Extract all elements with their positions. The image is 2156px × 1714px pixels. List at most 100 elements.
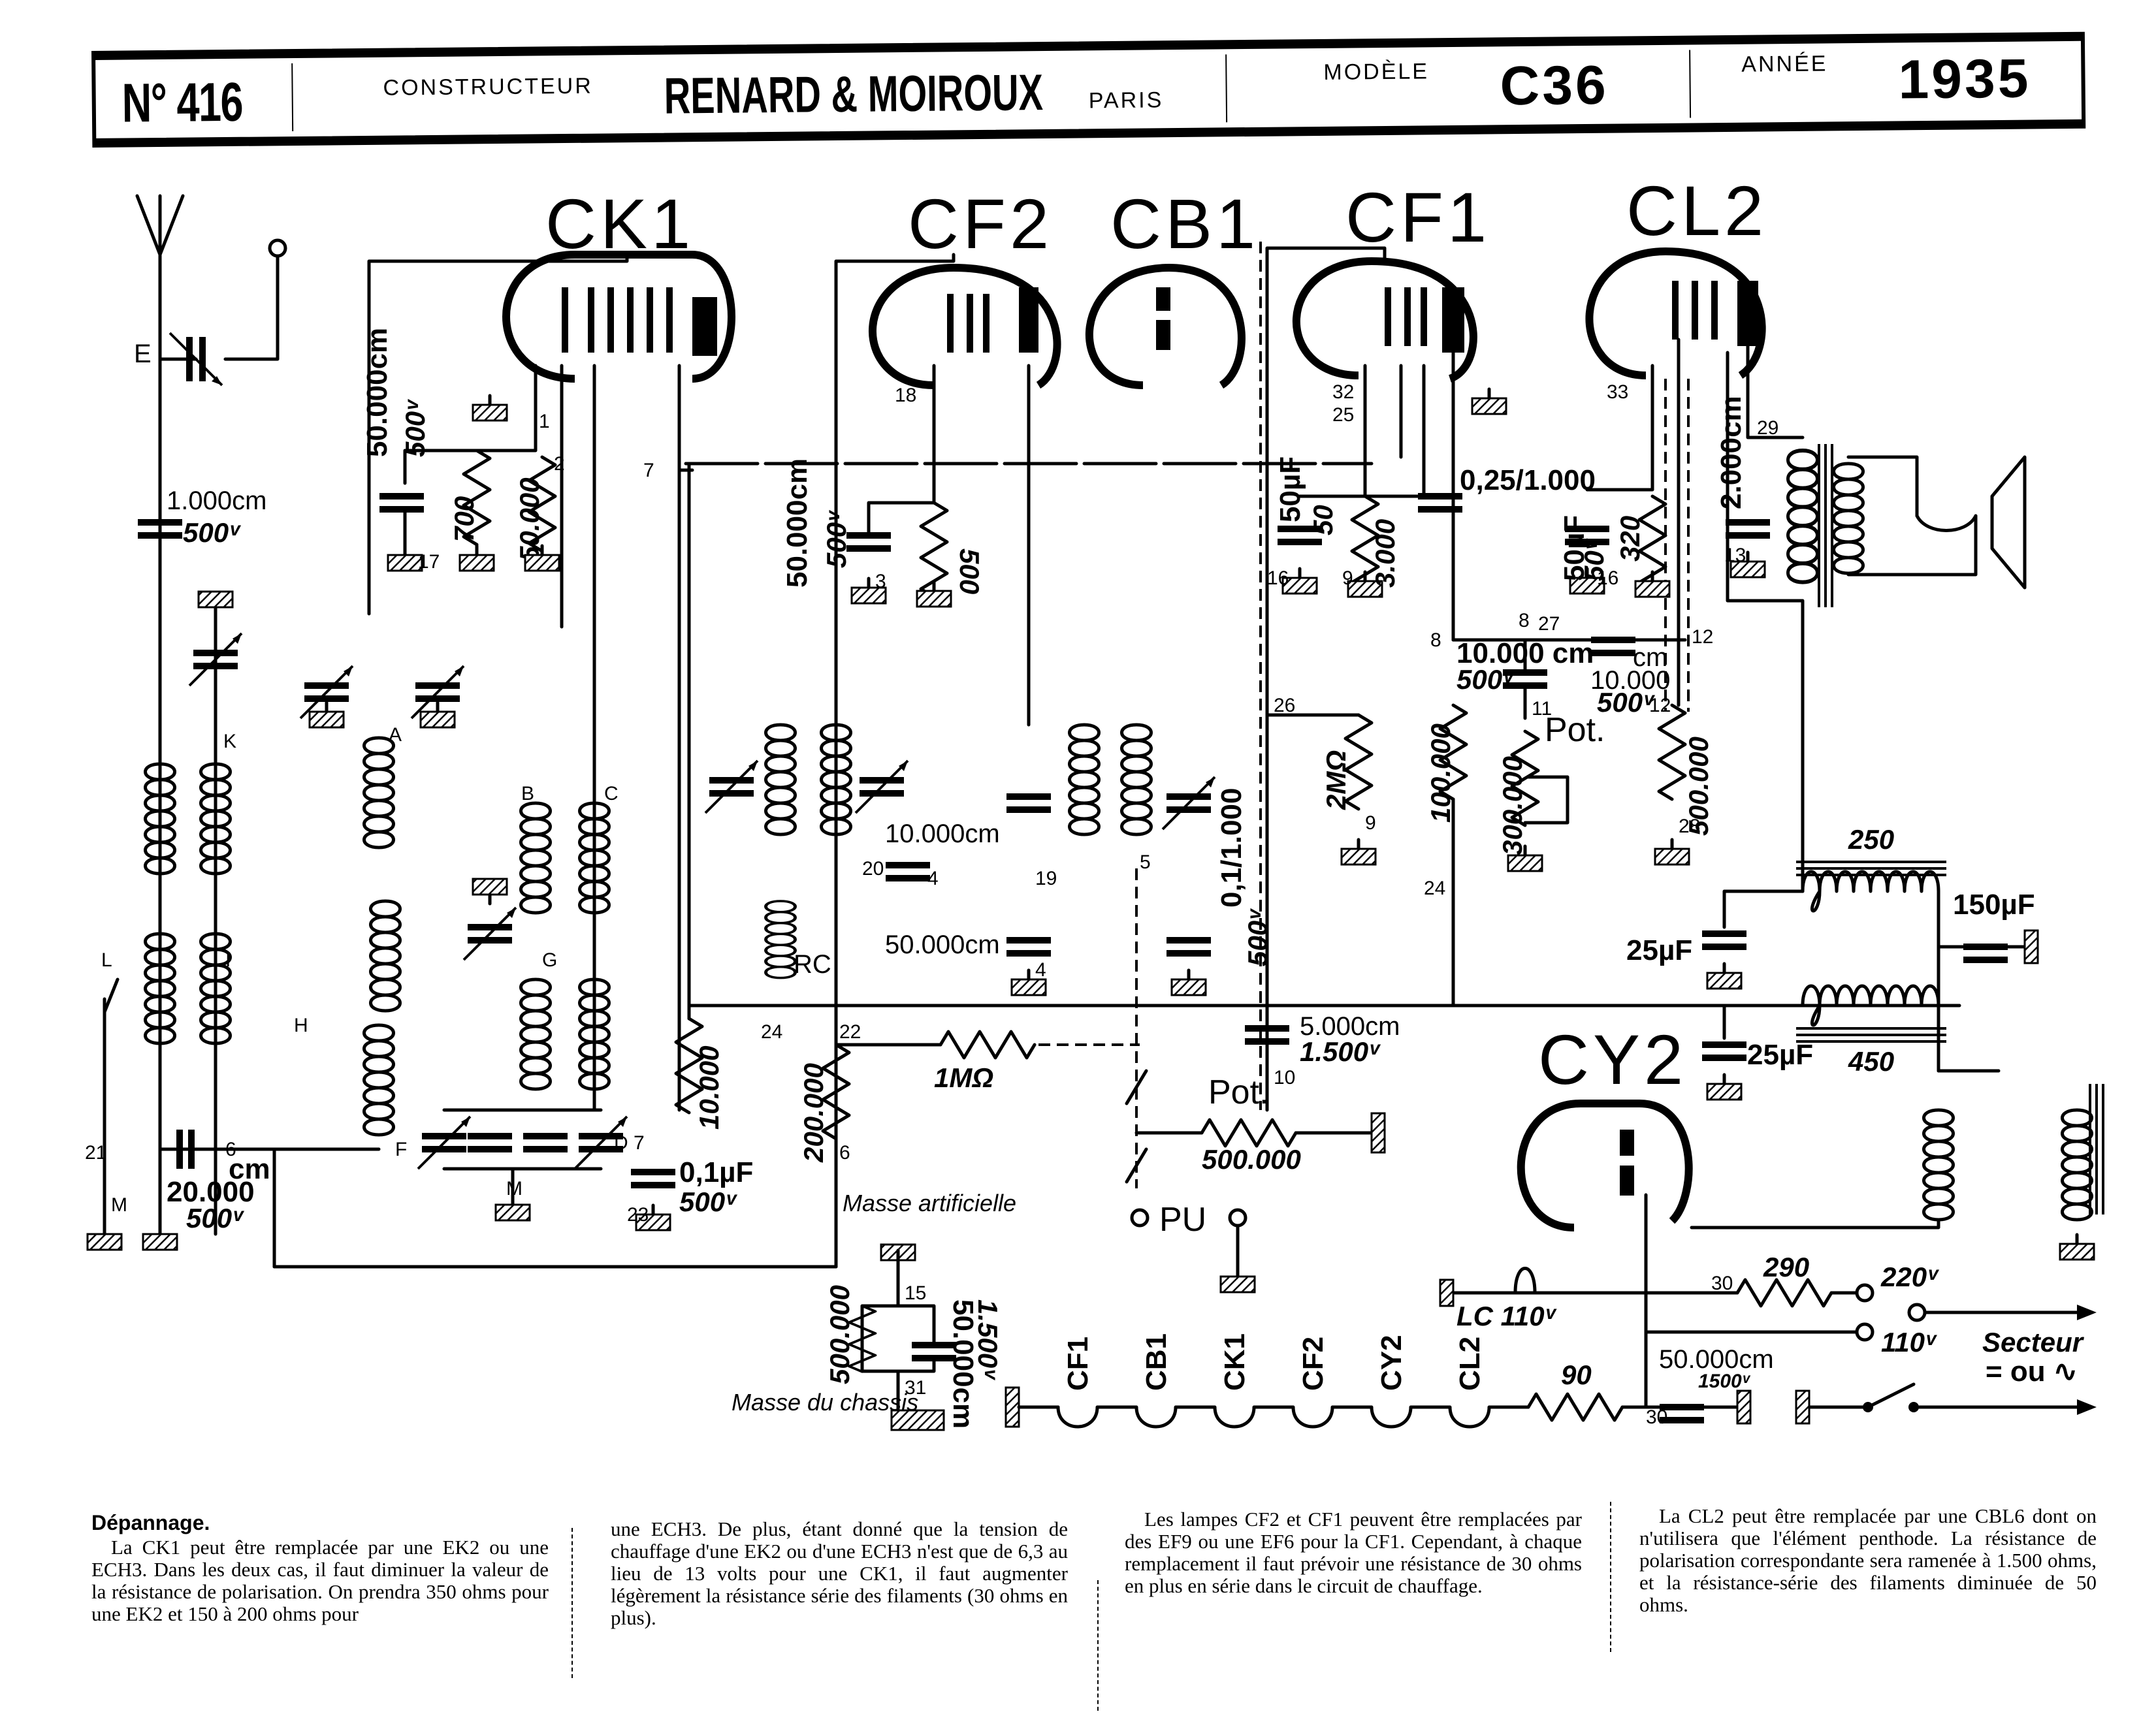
resistor-10000: 10.000 (694, 1046, 724, 1130)
cap-50000-mains-voltage: 1500ᵛ (1698, 1371, 1751, 1392)
node-label-20: 20 (862, 858, 884, 880)
masse-artificielle-label: Masse artificielle (843, 1190, 1016, 1216)
node-label-5: 5 (1140, 851, 1151, 873)
notes-column-1: Dépannage. La CK1 peut être remplacée pa… (91, 1512, 549, 1625)
tube-cb1 (1085, 263, 1246, 389)
node-label-27: 27 (1538, 613, 1560, 635)
pilot-lamp-icon (1513, 1267, 1537, 1295)
cap-50000-mains-value: 50.000cm (1659, 1345, 1774, 1374)
power-switch[interactable] (1807, 1382, 2092, 1409)
notes-column-4: La CL2 peut être remplacée par une CBL6 … (1639, 1505, 2097, 1616)
node-label-M-bottom: M (506, 1178, 523, 1199)
node-label-22: 22 (839, 1021, 861, 1043)
speaker-icon (1990, 455, 2027, 590)
pickup-label: PU (1159, 1201, 1206, 1239)
node-label-7-bottom: 7 (634, 1132, 645, 1154)
resistor-290: 290 (1763, 1252, 1809, 1282)
resistor-300000: 300.000 (1497, 756, 1528, 855)
node-label-9-mid: 9 (1365, 812, 1376, 834)
resistor-100000: 100.000 (1425, 723, 1456, 823)
node-label-8-left: 8 (1430, 629, 1441, 651)
tube-label-cy2: CY2 (1538, 1020, 1687, 1099)
voltage-terminal-110[interactable] (1855, 1322, 1874, 1342)
node-label-8-mid: 8 (1519, 610, 1530, 631)
tube-label-cf1: CF1 (1345, 178, 1490, 257)
masse-chassis-label: Masse du chassis (732, 1389, 918, 1416)
voltage-terminal-220[interactable] (1855, 1283, 1874, 1303)
column-divider (571, 1528, 573, 1678)
cap-20000-value: 20.000 (167, 1176, 255, 1208)
node-label-29: 29 (1757, 417, 1778, 439)
ck1-resistor-50000: 50.000 (514, 478, 545, 562)
coupling-cap-value: 0,25/1.000 (1460, 464, 1596, 496)
filament-ck1: CK1 (1219, 1333, 1251, 1391)
antenna-cap-value: 1.000cm (167, 486, 266, 515)
node-label-24-right: 24 (1424, 878, 1445, 899)
notes-paragraph-3: Les lampes CF2 et CF1 peuvent être rempl… (1125, 1508, 1582, 1597)
node-label-10: 10 (1274, 1067, 1295, 1088)
cf1-cap-voltage: 50 (1308, 505, 1338, 535)
node-label-24-left: 24 (761, 1021, 782, 1043)
node-label-G: G (542, 949, 557, 971)
voltage-selector-common[interactable] (1907, 1303, 1927, 1322)
tube-label-cl2: CL2 (1626, 171, 1767, 250)
voltage-220-label: 220ᵛ (1880, 1262, 1939, 1292)
tube-cl2 (1585, 247, 1766, 379)
choke-250-label: 250 (1848, 824, 1894, 855)
cap-01uf-voltage: 500ᵛ (679, 1186, 737, 1217)
node-label-31: 31 (905, 1377, 926, 1399)
antenna-icon (135, 194, 185, 1236)
cap-150uf-label: 150µF (1953, 889, 2035, 921)
node-label-H: H (294, 1015, 308, 1036)
node-label-6-left: 6 (225, 1139, 236, 1160)
choke-450-label: 450 (1848, 1046, 1894, 1077)
cf1-resistor-3000: 3.000 (1370, 519, 1400, 588)
cap-5000-voltage: 1.500ᵛ (1300, 1036, 1381, 1067)
earth-terminal (268, 238, 287, 258)
node-label-16-left: 16 (1267, 567, 1289, 589)
notes-paragraph-1: La CK1 peut être remplacée par une EK2 o… (91, 1536, 549, 1625)
pickup-terminal-left[interactable] (1130, 1208, 1150, 1228)
ck1-cap-value: 50.000cm (361, 328, 393, 457)
selector-switch[interactable] (1125, 1069, 1148, 1184)
mains-type-label: = ou ∿ (1986, 1356, 2078, 1388)
cap-10000a-voltage: 500ᵛ (1456, 664, 1515, 695)
ck1-cap-voltage: 500ᵛ (400, 399, 430, 457)
resistor-1mohm: 1MΩ (934, 1062, 993, 1093)
masse-art-cap-voltage: 1.500ᵛ (973, 1299, 1003, 1380)
filament-chain: CF1 CB1 CK1 CF2 CY2 CL2 (1056, 1333, 1517, 1429)
node-label-18: 18 (895, 385, 916, 406)
resistor-90: 90 (1561, 1359, 1592, 1390)
cap-01uf-value: 0,1µF (679, 1156, 753, 1188)
cf2-cap-value: 50.000cm (781, 458, 813, 588)
resistor-2mohm: 2MΩ (1321, 750, 1351, 810)
node-label-C: C (604, 783, 619, 804)
node-label-12-bottom: 12 (1649, 695, 1671, 716)
pickup-terminal-right[interactable] (1228, 1208, 1247, 1228)
node-label-30-top: 30 (1711, 1273, 1733, 1294)
node-label-25: 25 (1332, 404, 1354, 426)
node-label-28: 28 (1679, 816, 1700, 837)
cap-10000b-value: 10.000 (1590, 666, 1670, 695)
masse-art-cap-value: 50.000cm (947, 1299, 979, 1429)
filament-cy2: CY2 (1376, 1335, 1408, 1391)
chassis-ground-icon (890, 1409, 945, 1431)
notes-column-3: Les lampes CF2 et CF1 peuvent être rempl… (1125, 1508, 1582, 1597)
filament-cf1: CF1 (1062, 1337, 1094, 1391)
cap-10000b-voltage: 500ᵛ (1597, 687, 1655, 718)
notes-paragraph-4: La CL2 peut être remplacée par une CBL6 … (1639, 1504, 2097, 1616)
cf2-cap-voltage: 500ᵛ (821, 510, 852, 568)
node-label-K: K (223, 731, 236, 752)
resistor-500000: 500.000 (1683, 737, 1714, 836)
node-label-A: A (389, 724, 402, 746)
filament-cf2: CF2 (1297, 1337, 1329, 1391)
voltage-110-label: 110ᵛ (1881, 1327, 1937, 1357)
antenna-cap-voltage: 500ᵛ (183, 517, 241, 548)
node-label-33: 33 (1607, 381, 1628, 403)
notes-paragraph-2: une ECH3. De plus, étant donné que la te… (611, 1517, 1068, 1629)
cf1-cap-value: 50µF (1274, 456, 1306, 522)
column-divider (1610, 1502, 1611, 1652)
rc-label: RC (794, 950, 831, 979)
tube-ck1 (502, 251, 735, 383)
node-label-7-top: 7 (643, 460, 654, 481)
